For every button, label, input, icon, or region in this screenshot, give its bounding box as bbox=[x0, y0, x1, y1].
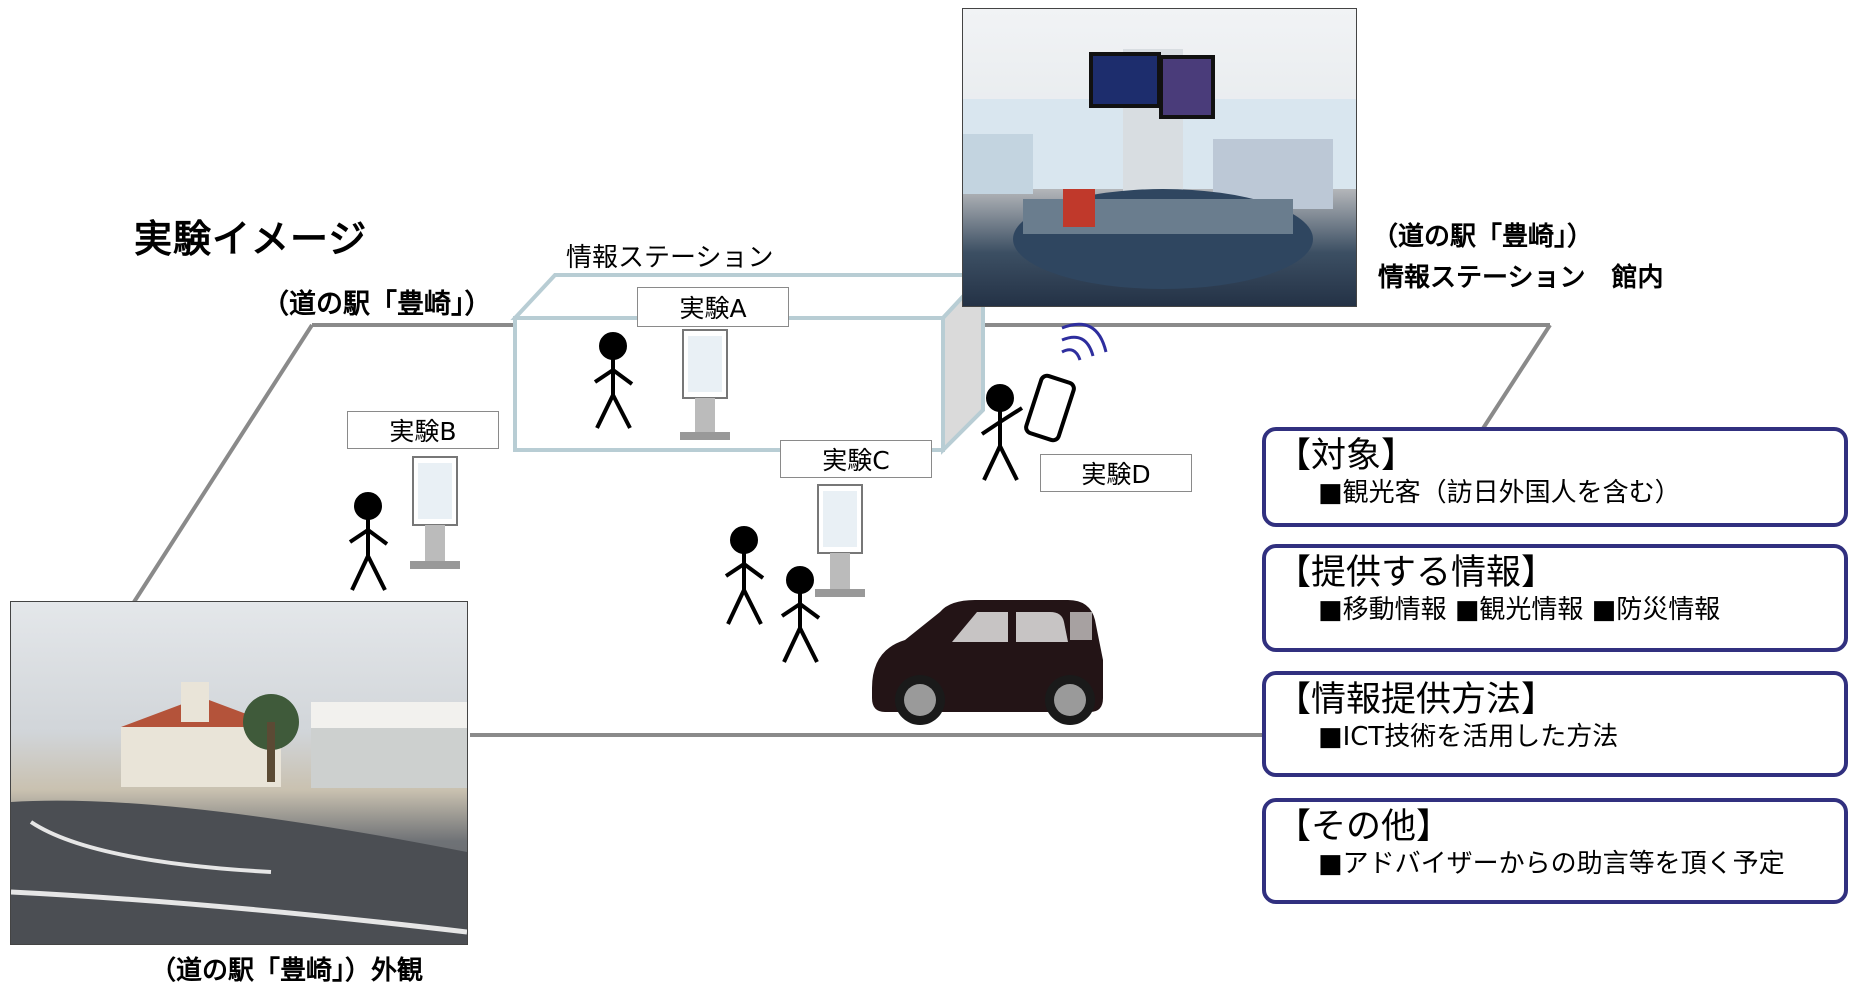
interior-caption-line2: 情報ステーション 館内 bbox=[1378, 263, 1664, 293]
info-box-other: 【その他】 ■アドバイザーからの助言等を頂く予定 bbox=[1262, 798, 1848, 904]
person-a bbox=[593, 332, 634, 429]
station-interior-photo bbox=[962, 8, 1357, 307]
interior-caption-line1: （道の駅「豊崎」） bbox=[1372, 222, 1594, 252]
info-box-target-heading: 【対象】 bbox=[1276, 436, 1417, 476]
wifi-signal-icon bbox=[1061, 322, 1108, 361]
smartphone-icon bbox=[1024, 373, 1076, 443]
interior-photo-art bbox=[963, 49, 1356, 289]
experiment-a-label: 実験A bbox=[637, 287, 789, 327]
kiosk-a bbox=[680, 329, 730, 440]
info-box-method: 【情報提供方法】 ■ICT技術を活用した方法 bbox=[1262, 671, 1848, 777]
person-b bbox=[348, 492, 389, 591]
info-box-other-heading: 【その他】 bbox=[1276, 807, 1452, 847]
diagram-title: 実験イメージ bbox=[134, 217, 368, 261]
station-exterior-photo bbox=[10, 601, 468, 945]
info-box-other-body: ■アドバイザーからの助言等を頂く予定 bbox=[1318, 849, 1785, 879]
experiment-d-label: 実験D bbox=[1040, 454, 1192, 492]
person-d bbox=[980, 384, 1024, 481]
exterior-caption: （道の駅「豊崎」）外観 bbox=[150, 956, 424, 986]
info-box-provided-info-body: ■移動情報 ■観光情報 ■防災情報 bbox=[1318, 595, 1721, 625]
info-box-target: 【対象】 ■観光客（訪日外国人を含む） bbox=[1262, 427, 1848, 527]
info-box-provided-info: 【提供する情報】 ■移動情報 ■観光情報 ■防災情報 bbox=[1262, 544, 1848, 652]
kiosk-c bbox=[815, 484, 865, 597]
kiosk-b bbox=[410, 456, 460, 569]
info-station-label: 情報ステーション bbox=[566, 243, 774, 273]
station-name-label: （道の駅「豊崎」） bbox=[262, 289, 492, 320]
info-box-target-body: ■観光客（訪日外国人を含む） bbox=[1318, 478, 1681, 508]
car-icon bbox=[872, 600, 1103, 725]
info-box-provided-info-heading: 【提供する情報】 bbox=[1276, 553, 1557, 593]
experiment-c-label: 実験C bbox=[780, 440, 932, 478]
person-c2 bbox=[780, 566, 821, 663]
experiment-b-label: 実験B bbox=[347, 411, 499, 449]
info-box-method-heading: 【情報提供方法】 bbox=[1276, 680, 1557, 720]
person-c1 bbox=[724, 526, 765, 625]
exterior-photo-art bbox=[11, 682, 467, 944]
info-box-method-body: ■ICT技術を活用した方法 bbox=[1318, 722, 1619, 752]
